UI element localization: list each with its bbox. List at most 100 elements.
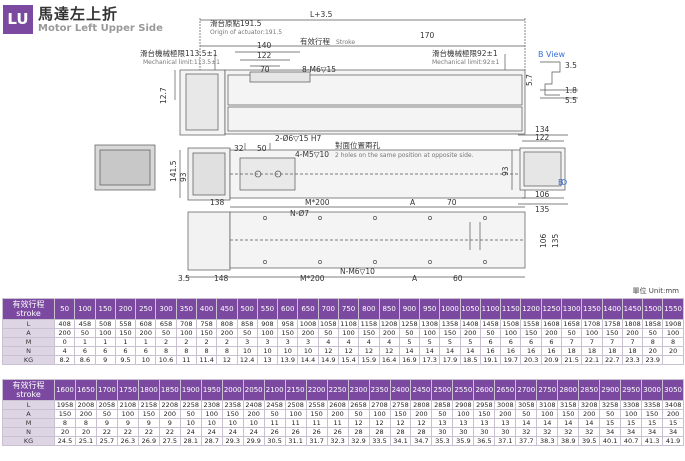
table-cell: 808 <box>216 319 238 329</box>
table-cell: 2550 <box>452 379 475 401</box>
table-cell: 1558 <box>520 319 542 329</box>
bview-1-8: 1.8 <box>565 86 577 95</box>
table-cell: 2350 <box>368 379 391 401</box>
table-cell: 658 <box>155 319 177 329</box>
table-cell: 1758 <box>601 319 623 329</box>
table-cell: 50 <box>642 328 664 338</box>
table-cell: 36.5 <box>473 436 496 446</box>
dim-2-d6: 2-Ø6▽15 H7 <box>275 134 321 143</box>
table-cell: 200 <box>297 328 319 338</box>
table-cell: 1 <box>135 337 157 347</box>
table-cell: 2850 <box>578 379 601 401</box>
table-cell: 900 <box>398 298 421 320</box>
table-cell: 28 <box>410 427 433 437</box>
unit-label: 單位 Unit:mm <box>632 287 679 295</box>
table-cell: 32 <box>536 427 559 437</box>
table-cell: 20 <box>54 427 76 437</box>
table-cell: 10 <box>256 346 279 356</box>
table-cell: 2508 <box>284 400 307 410</box>
table-cell: 17.3 <box>419 355 441 365</box>
table-cell: 950 <box>419 298 441 320</box>
table-cell: 6 <box>135 346 157 356</box>
table-cell: 758 <box>195 319 218 329</box>
table-cell: 22.1 <box>581 355 603 365</box>
table-cell: 18 <box>601 346 623 356</box>
dim-140: 140 <box>257 41 272 50</box>
table-cell: 200 <box>621 328 644 338</box>
table-cell: 8.2 <box>53 355 76 365</box>
table-cell: 13 <box>452 418 475 428</box>
table-cell: 200 <box>53 328 76 338</box>
table-cell: 200 <box>459 328 481 338</box>
table-cell: 40.1 <box>599 436 622 446</box>
table-cell: 250 <box>135 298 157 320</box>
table-cell: 20.3 <box>520 355 542 365</box>
table-cell: 11.4 <box>195 355 218 365</box>
table-cell: 28 <box>389 427 412 437</box>
table-cell: 25.7 <box>95 436 118 446</box>
table-cell: 3 <box>277 337 299 347</box>
table-cell: 10 <box>200 418 223 428</box>
table-cell: 708 <box>175 319 197 329</box>
table-cell: 12 <box>358 346 380 356</box>
table-cell: 32 <box>515 427 538 437</box>
table-cell: 0 <box>53 337 76 347</box>
table-cell: 32.9 <box>347 436 370 446</box>
table-cell: 6 <box>74 346 96 356</box>
table-cell: 30 <box>452 427 475 437</box>
table-cell: 1450 <box>621 298 644 320</box>
bview-5-5: 5.5 <box>565 96 577 105</box>
table-cell: 20 <box>662 346 684 356</box>
table-cell: 2258 <box>179 400 202 410</box>
bview-3-5: 3.5 <box>565 61 577 70</box>
table-cell: 26 <box>284 427 307 437</box>
table-cell: 22.7 <box>601 355 623 365</box>
table-cell: 150 <box>520 328 542 338</box>
table-cell: 10.6 <box>155 355 177 365</box>
table-cell: 1808 <box>621 319 644 329</box>
table-cell: 26 <box>326 427 349 437</box>
table-cell: 11 <box>305 418 328 428</box>
table-cell: 34 <box>641 427 664 437</box>
model-code-badge: LU <box>3 5 33 34</box>
table-cell: 1858 <box>642 319 664 329</box>
table-cell: 17.9 <box>439 355 461 365</box>
table-cell: 1950 <box>200 379 223 401</box>
dim-70: 70 <box>260 65 270 74</box>
table-cell: 200 <box>662 409 685 419</box>
table-cell: 100 <box>256 328 279 338</box>
label-holes: 對面位置兩孔 <box>335 140 380 150</box>
table-cell: 1908 <box>662 319 684 329</box>
table-cell: 100 <box>74 298 96 320</box>
table-cell: 150 <box>54 409 76 419</box>
table-cell: 16 <box>520 346 542 356</box>
table-cell: 23.9 <box>642 355 664 365</box>
table-cell: 4 <box>53 346 76 356</box>
table-cell: 3158 <box>557 400 580 410</box>
table-cell: 608 <box>135 319 157 329</box>
table-cell: 29.3 <box>221 436 244 446</box>
table-cell: 1600 <box>54 379 76 401</box>
table-cell: 1250 <box>540 298 563 320</box>
table-cell: 7 <box>601 337 623 347</box>
table-cell: 30 <box>431 427 454 437</box>
table-cell: 4 <box>337 337 360 347</box>
table-cell: 6 <box>520 337 542 347</box>
table-cell: 2650 <box>494 379 517 401</box>
table-cell: 100 <box>536 409 559 419</box>
table-cell: 2000 <box>221 379 244 401</box>
table-cell: 15.4 <box>337 355 360 365</box>
table-cell: 1708 <box>581 319 603 329</box>
table-cell: 1050 <box>459 298 481 320</box>
table-cell: 150 <box>389 409 412 419</box>
table-cell: 2800 <box>557 379 580 401</box>
table-cell: 1358 <box>439 319 461 329</box>
table-cell: 25.1 <box>74 436 97 446</box>
table-cell: 18 <box>561 346 583 356</box>
table-cell: 1700 <box>95 379 118 401</box>
table-cell: 300 <box>155 298 177 320</box>
table-cell: 650 <box>297 298 319 320</box>
